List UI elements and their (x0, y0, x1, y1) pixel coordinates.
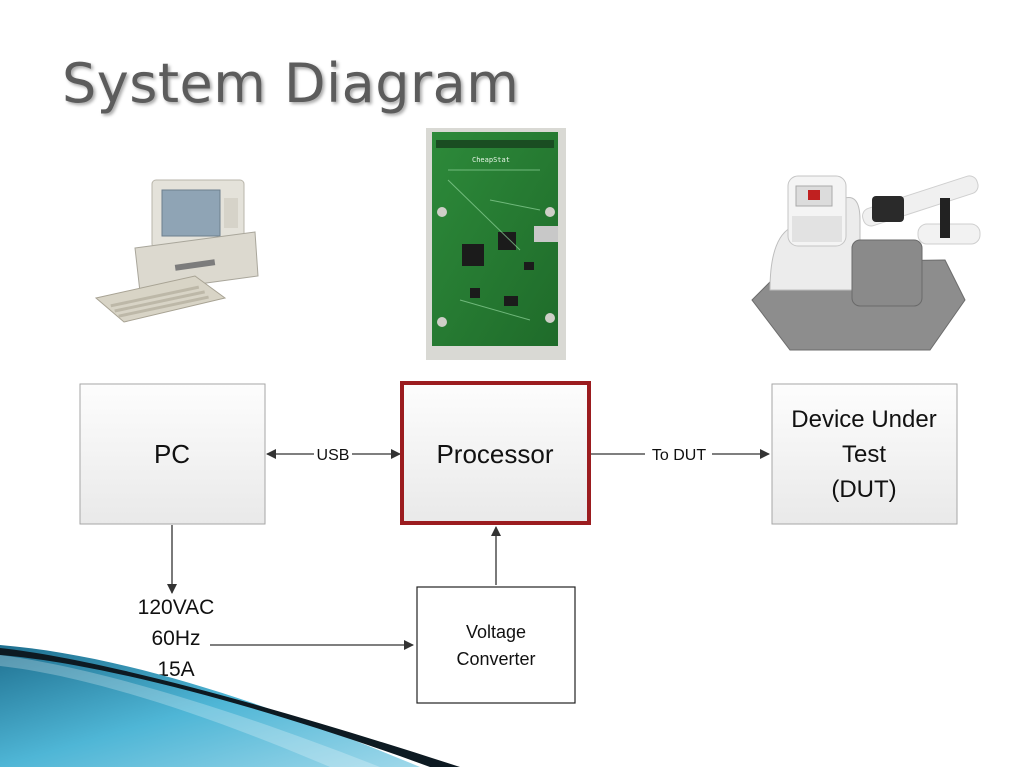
node-label-dut-line2: Test (842, 441, 886, 468)
power-spec-voltage: 120VAC (138, 596, 215, 619)
node-label-converter-line2: Converter (456, 649, 535, 669)
edge-usb: USB (266, 447, 401, 464)
node-label-dut-line3: (DUT) (831, 476, 896, 503)
slide-title: System Diagram (62, 52, 520, 115)
node-label-converter-line1: Voltage (466, 622, 526, 642)
edge-label-to-dut: To DUT (652, 447, 706, 464)
power-spec-frequency: 60Hz (151, 627, 200, 650)
node-dut: Device Under Test (DUT) (771, 383, 958, 525)
node-label-dut-line1: Device Under (791, 406, 936, 433)
node-label-processor: Processor (436, 439, 553, 469)
edge-to-dut: To DUT (590, 447, 770, 464)
node-voltage-converter: Voltage Converter (416, 586, 576, 704)
edge-label-usb: USB (317, 447, 350, 464)
svg-text:CheapStat: CheapStat (472, 156, 510, 164)
circuit-board-icon: CheapStat (426, 128, 566, 360)
decorative-swoosh (0, 645, 460, 767)
computer-icon (94, 179, 259, 323)
node-pc: PC (79, 383, 266, 525)
power-spec-current: 15A (157, 658, 194, 681)
node-power-spec: 120VAC 60Hz 15A (138, 596, 215, 681)
node-label-pc: PC (154, 439, 190, 469)
node-processor: Processor (400, 381, 591, 525)
pool-pump-icon (751, 175, 981, 351)
